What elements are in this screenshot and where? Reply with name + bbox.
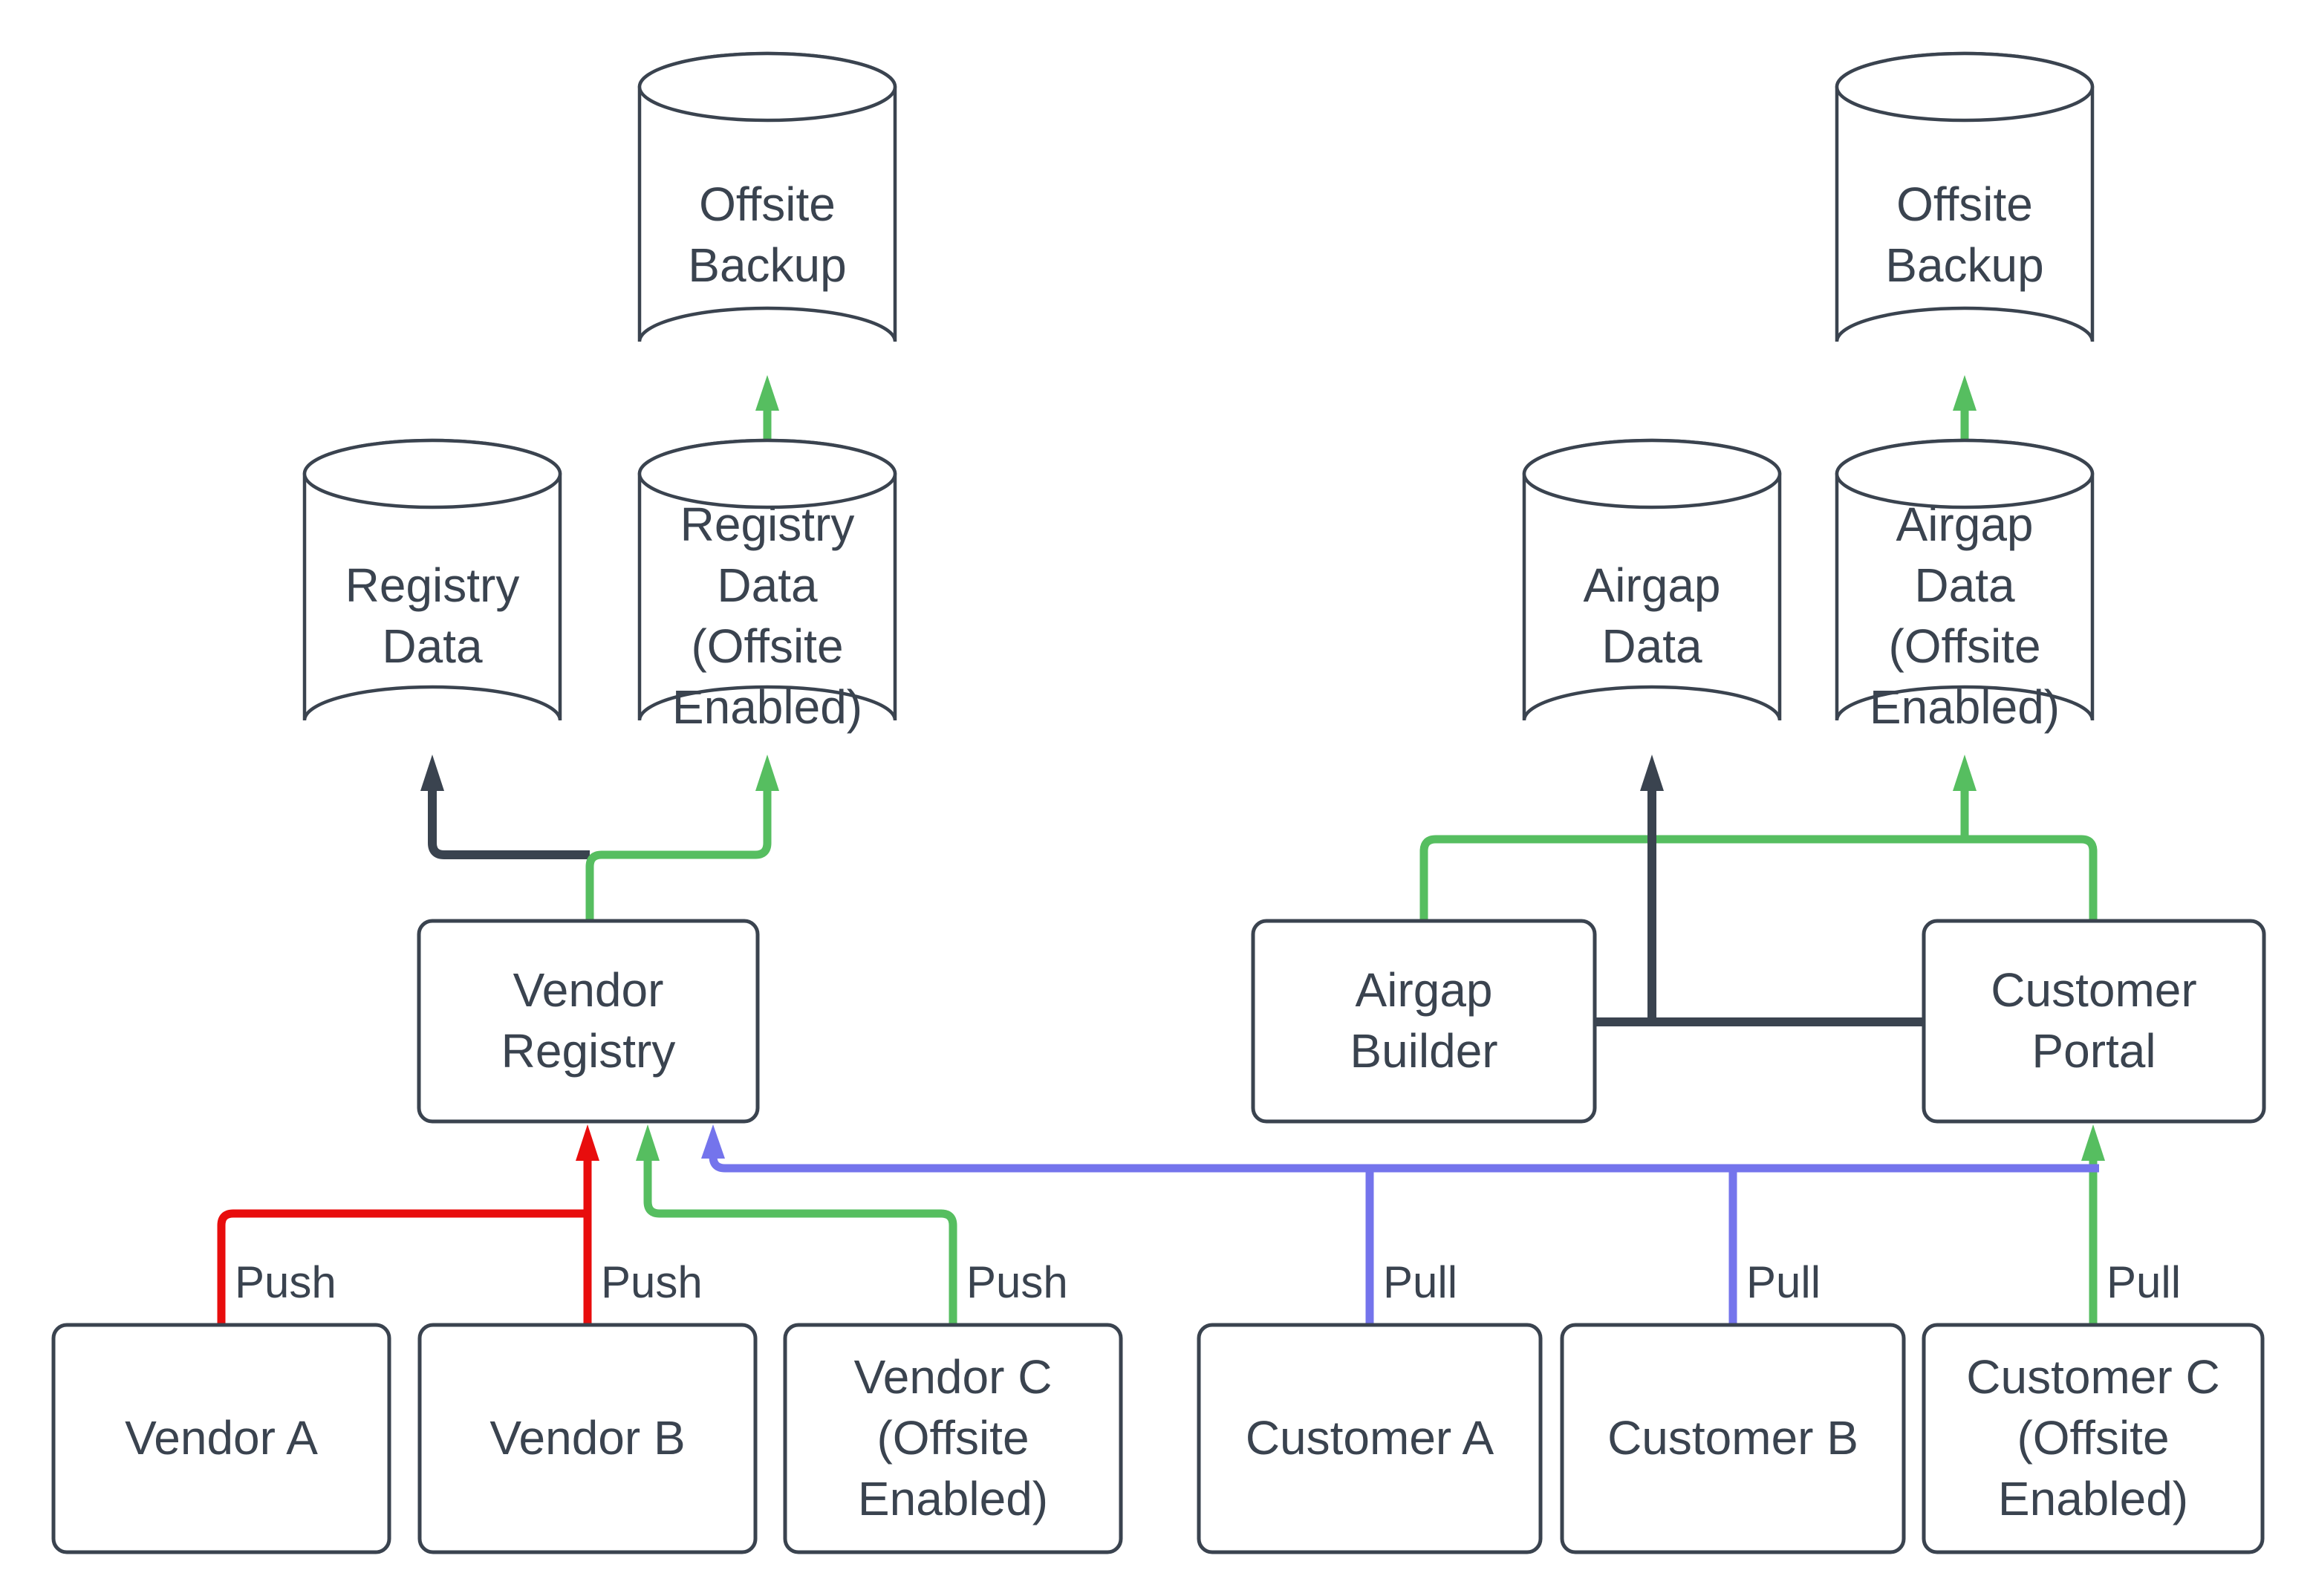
vendor-b-label: Vendor B [489, 1411, 686, 1465]
airgap-builder-label: Airgap Builder [1350, 963, 1498, 1078]
arrowhead-customer-portal [2081, 1124, 2105, 1161]
customer-portal-label: Customer Portal [1991, 963, 2197, 1078]
arrowhead-offsite-backup-left [755, 375, 779, 411]
arrowhead-airgap-data [1640, 755, 1664, 791]
vendor-c-label: Vendor C (Offsite Enabled) [853, 1350, 1053, 1525]
offsite-backup-right-label: Offsite Backup [1885, 177, 2044, 292]
node-customer-portal [1922, 919, 2266, 1124]
node-registry-data [302, 438, 562, 721]
pull-label-customer-a: Pull [1383, 1257, 1458, 1307]
push-label-vendor-a: Push [235, 1257, 336, 1307]
edge-portal-builder-green [1419, 835, 2098, 923]
pull-label-customer-c: Pull [2107, 1257, 2182, 1307]
node-vendor-b [417, 1323, 758, 1554]
edge-vendor-c-push [643, 1160, 957, 1326]
node-customer-b [1560, 1323, 1906, 1554]
push-label-vendor-c: Push [966, 1257, 1068, 1307]
pull-label-customer-b: Pull [1746, 1257, 1821, 1307]
node-registry-data-offsite [637, 438, 897, 721]
vendor-a-label: Vendor A [125, 1411, 318, 1465]
arrowhead-registry-data-offsite [755, 755, 779, 791]
node-airgap-builder [1251, 919, 1597, 1124]
node-airgap-data-offsite [1835, 438, 2095, 721]
arrowhead-vendor-registry-green [636, 1124, 660, 1161]
registry-data-label: Registry Data [345, 558, 520, 673]
edge-vendor-a-push [217, 1209, 588, 1326]
arrowhead-registry-data [420, 755, 444, 791]
edge-registry-to-registry-data [428, 790, 590, 859]
push-label-vendor-b: Push [601, 1257, 703, 1307]
arrowhead-vendor-registry-blue [701, 1124, 725, 1159]
airgap-data-label: Airgap Data [1583, 558, 1721, 673]
edge-pull-trunk-blue [709, 1156, 2099, 1173]
node-customer-a [1197, 1323, 1543, 1554]
node-offsite-backup-right [1835, 51, 2095, 342]
offsite-backup-left-label: Offsite Backup [688, 177, 847, 292]
customer-a-label: Customer A [1245, 1411, 1494, 1465]
airgap-data-offsite-label: Airgap Data (Offsite Enabled) [1869, 498, 2060, 734]
node-vendor-a [51, 1323, 391, 1554]
customer-b-label: Customer B [1607, 1411, 1858, 1465]
node-offsite-backup-left [637, 51, 897, 342]
arrowhead-vendor-registry-red [576, 1124, 599, 1161]
vendor-registry-label: Vendor Registry [501, 963, 676, 1078]
edge-registry-to-registry-data-offsite [585, 790, 772, 923]
registry-data-offsite-label: Registry Data (Offsite Enabled) [671, 498, 863, 734]
customer-c-label: Customer C (Offsite Enabled) [1966, 1350, 2220, 1525]
node-customer-c [1922, 1323, 2265, 1554]
arrowhead-offsite-backup-right [1953, 375, 1977, 411]
arrowhead-airgap-data-offsite [1953, 755, 1977, 791]
node-vendor-registry [417, 919, 760, 1124]
node-vendor-c [783, 1323, 1123, 1554]
node-airgap-data [1522, 438, 1782, 721]
